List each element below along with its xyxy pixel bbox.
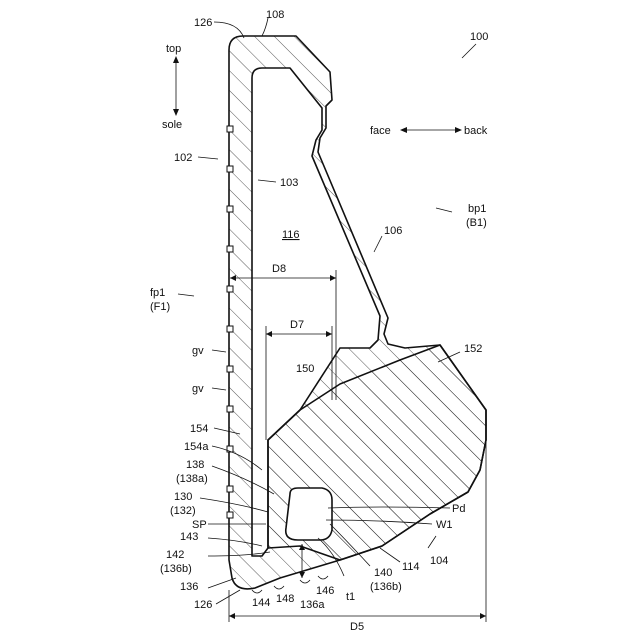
figure-number: 100 <box>470 31 488 43</box>
label-136b-left: (136b) <box>160 563 192 575</box>
label-138: 138 <box>186 459 204 471</box>
label-fp1: fp1 <box>150 287 165 299</box>
label-130: 130 <box>174 491 192 503</box>
label-bp1: bp1 <box>468 203 486 215</box>
label-gv-1: gv <box>192 345 204 357</box>
label-t1: t1 <box>346 591 355 603</box>
label-136b-right: (136b) <box>370 581 402 593</box>
label-D8: D8 <box>272 263 286 275</box>
orientation-face: face <box>370 125 391 137</box>
label-144: 144 <box>252 597 270 609</box>
label-108: 108 <box>266 9 284 21</box>
label-104: 104 <box>430 555 448 567</box>
label-140: 140 <box>374 567 392 579</box>
pocket-pd <box>286 488 332 540</box>
label-103: 103 <box>280 177 298 189</box>
label-152: 152 <box>464 343 482 355</box>
label-W1: W1 <box>436 519 453 531</box>
label-106: 106 <box>384 225 402 237</box>
label-SP: SP <box>192 519 207 531</box>
label-148: 148 <box>276 593 294 605</box>
label-136a: 136a <box>300 599 325 611</box>
label-154: 154 <box>190 423 208 435</box>
label-gv-2: gv <box>192 383 204 395</box>
label-B1: (B1) <box>466 217 487 229</box>
orientation-back: back <box>464 125 488 137</box>
label-116: 116 <box>282 229 300 241</box>
label-114: 114 <box>402 561 420 573</box>
label-D5: D5 <box>350 621 364 633</box>
label-154a: 154a <box>184 441 209 453</box>
label-126-top: 126 <box>194 17 212 29</box>
label-143: 143 <box>180 531 198 543</box>
orientation-top: top <box>166 43 181 55</box>
label-138a: (138a) <box>176 473 208 485</box>
orientation-sole: sole <box>162 119 182 131</box>
label-136: 136 <box>180 581 198 593</box>
label-F1: (F1) <box>150 301 170 313</box>
label-102: 102 <box>174 152 192 164</box>
label-Pd: Pd <box>452 503 465 515</box>
label-126-bottom: 126 <box>194 599 212 611</box>
label-132: (132) <box>170 505 196 517</box>
label-D7: D7 <box>290 319 304 331</box>
label-142: 142 <box>166 549 184 561</box>
label-150: 150 <box>296 363 314 375</box>
label-146: 146 <box>316 585 334 597</box>
